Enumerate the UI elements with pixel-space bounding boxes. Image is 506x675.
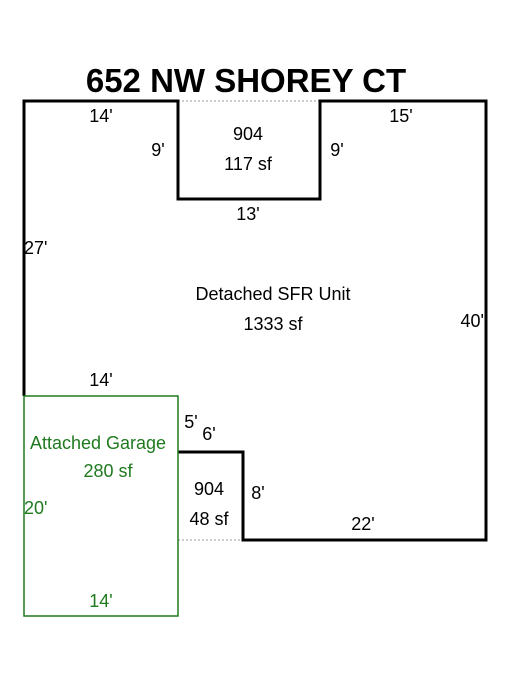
bottom-cutout-dim-right: 8'	[251, 483, 264, 503]
dim-garage-top: 14'	[89, 370, 112, 390]
main-building-outline	[22, 99, 488, 542]
garage-dim-bottom: 14'	[89, 591, 112, 611]
dim-bottom-right: 22'	[351, 514, 374, 534]
top-cutout-dim-bottom: 13'	[236, 204, 259, 224]
property-address-title: 652 NW SHOREY CT	[86, 62, 406, 99]
top-cutout-area: 117 sf	[224, 154, 273, 174]
garage-name: Attached Garage	[30, 433, 166, 453]
dim-top-left: 14'	[89, 106, 112, 126]
garage-outline	[23, 395, 179, 617]
dim-right: 40'	[461, 311, 484, 331]
dim-top-right: 15'	[389, 106, 412, 126]
main-unit-name: Detached SFR Unit	[195, 284, 350, 304]
top-cutout-dim-right: 9'	[330, 140, 343, 160]
dim-left: 27'	[24, 238, 47, 258]
main-unit-area: 1333 sf	[243, 314, 303, 334]
bottom-cutout-label: 904	[194, 479, 224, 499]
top-cutout-dim-left: 9'	[151, 140, 164, 160]
garage-dim-side: 20'	[24, 498, 47, 518]
garage-area: 280 sf	[83, 461, 133, 481]
top-cutout-label: 904	[233, 124, 263, 144]
bottom-cutout-dim-top: 6'	[202, 424, 215, 444]
bottom-cutout-area: 48 sf	[189, 509, 229, 529]
bottom-cutout-dim-left: 5'	[184, 412, 197, 432]
